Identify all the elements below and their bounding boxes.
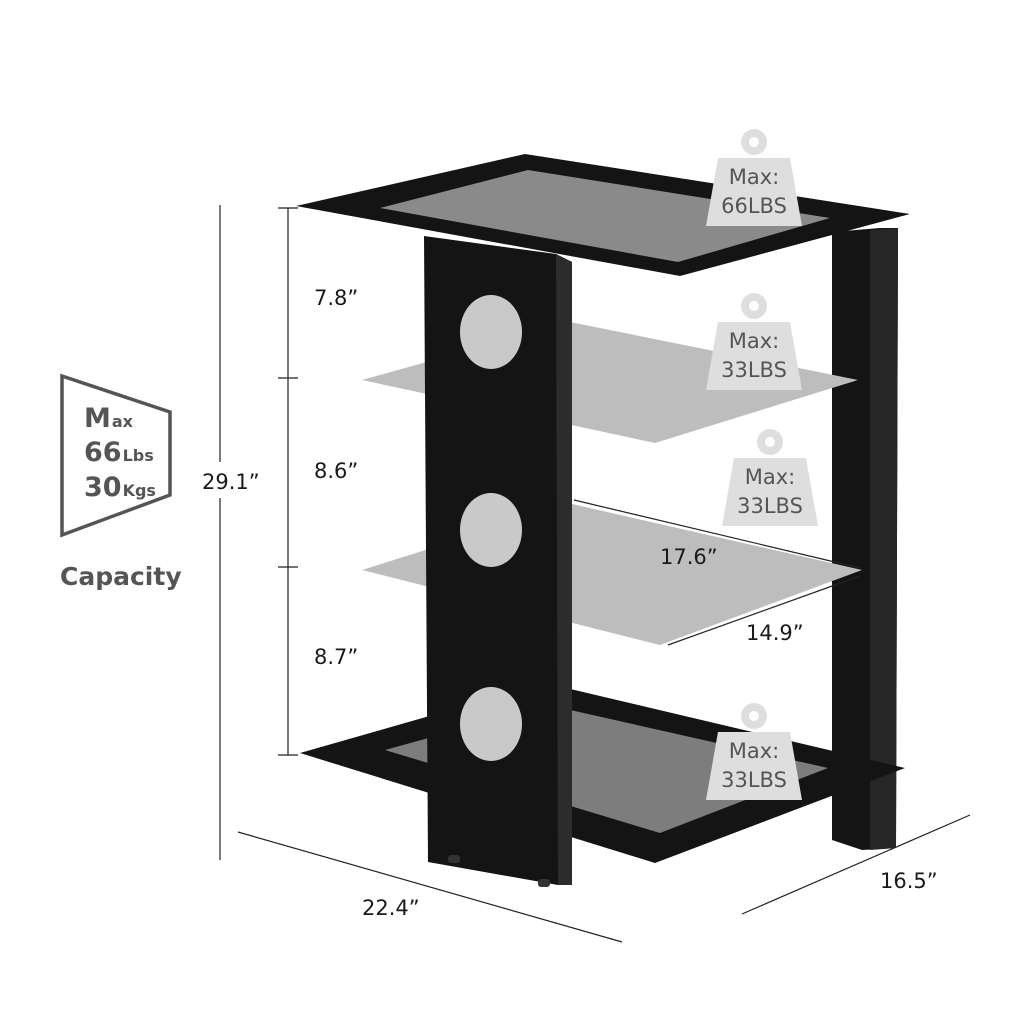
svg-text:Max: Max <box>84 403 134 434</box>
tier-1-height-label: 7.8” <box>314 286 358 310</box>
capacity-badge: Max 66Lbs 30Kgs Capacity <box>60 373 182 591</box>
capacity-caption: Capacity <box>60 562 182 591</box>
weight-label-line1: Max: <box>729 739 780 763</box>
post-hole-bottom <box>460 687 522 761</box>
weight-label-line2: 33LBS <box>737 494 803 518</box>
overall-width-line <box>237 831 623 943</box>
shelf-depth-label: 14.9” <box>746 621 804 645</box>
post-hole-top <box>460 295 522 369</box>
tier-height-dimension: 7.8” 8.6” 8.7” <box>278 207 358 756</box>
weight-label-line2: 33LBS <box>721 358 787 382</box>
weight-label-line1: Max: <box>729 329 780 353</box>
svg-text:30Kgs: 30Kgs <box>84 472 156 503</box>
footprint-dimensions: 22.4” 16.5” <box>237 814 971 943</box>
capacity-lbs-unit: Lbs <box>123 446 154 465</box>
weight-badge-upper-middle-shelf: Max: 33LBS <box>706 293 802 390</box>
weight-badge-top-shelf: Max: 66LBS <box>706 129 802 226</box>
capacity-kgs-unit: Kgs <box>123 481 156 500</box>
capacity-max-suffix: ax <box>112 412 134 431</box>
weight-label-line2: 66LBS <box>721 194 787 218</box>
weight-badge-bottom-shelf: Max: 33LBS <box>706 703 802 800</box>
post-hole-middle <box>460 493 522 567</box>
capacity-lbs-value: 66 <box>84 437 122 468</box>
tier-3-height-label: 8.7” <box>314 645 358 669</box>
shelf-depth-line <box>667 575 861 646</box>
shelf-width-label: 17.6” <box>660 545 718 569</box>
tier-2-height-label: 8.6” <box>314 459 358 483</box>
weight-label-line1: Max: <box>745 465 796 489</box>
shelf-size-dimensions: 17.6” 14.9” <box>573 499 861 646</box>
overall-width-label: 22.4” <box>362 896 420 920</box>
overall-depth-line <box>741 814 971 915</box>
capacity-max-letter: M <box>84 403 111 434</box>
svg-text:66Lbs: 66Lbs <box>84 437 154 468</box>
capacity-kgs-value: 30 <box>84 472 122 503</box>
total-height-dimension: 29.1” <box>195 205 275 860</box>
shelf-width-line <box>573 499 861 569</box>
weight-badge-lower-middle-shelf: Max: 33LBS <box>722 429 818 526</box>
capacity-badge-frame <box>60 373 172 538</box>
overall-depth-label: 16.5” <box>880 869 938 893</box>
total-height-label: 29.1” <box>202 470 260 494</box>
weight-label-line1: Max: <box>729 165 780 189</box>
weight-label-line2: 33LBS <box>721 768 787 792</box>
av-stand <box>296 154 910 887</box>
